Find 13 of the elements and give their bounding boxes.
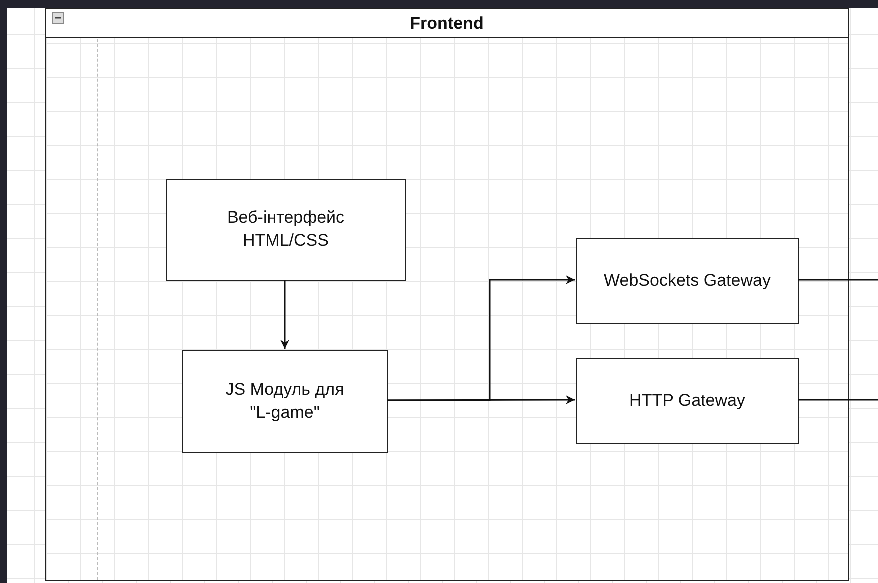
process-box <box>182 350 388 453</box>
process-box <box>576 238 799 324</box>
process-box <box>576 358 799 444</box>
container-frame <box>45 8 849 581</box>
container-title: Frontend <box>410 14 484 34</box>
box-label: HTTP Gateway <box>628 390 746 412</box>
connector-arrow <box>280 280 290 349</box>
connector-arrow <box>387 396 575 405</box>
box-label: WebSockets Gateway <box>603 270 772 292</box>
process-box <box>166 179 406 281</box>
connector-arrow <box>387 276 575 402</box>
box-label: Веб-інтерфейс HTML/CSS <box>226 207 346 252</box>
box-label: JS Модуль для "L-game" <box>224 378 346 424</box>
